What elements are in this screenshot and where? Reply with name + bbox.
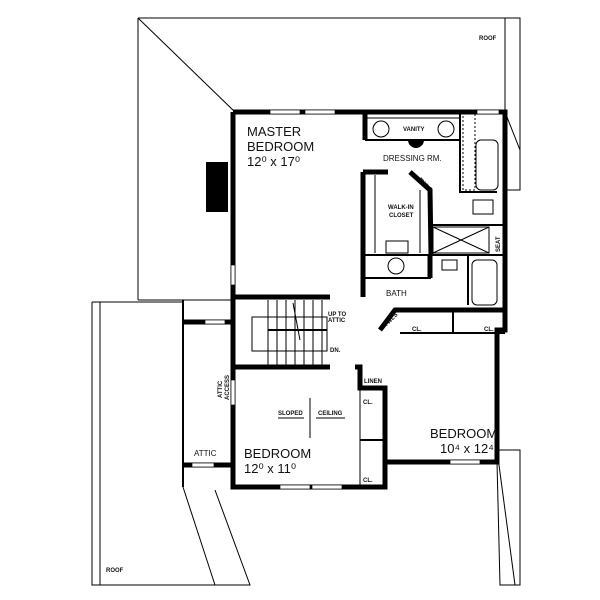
bedroom-3-size: 10⁴ x 12⁴: [440, 441, 494, 456]
dressing-room-label: DRESSING RM.: [383, 154, 442, 163]
chimney: [206, 162, 228, 212]
attic-access-label: ATTIC: [218, 380, 224, 398]
label-roof-top: ROOF: [479, 36, 497, 42]
linen-label: LINEN: [364, 379, 382, 385]
attic-label: ATTIC: [194, 449, 217, 458]
up-to-attic-label: UP TO: [328, 312, 346, 318]
bath-label: BATH: [386, 289, 407, 298]
master-bedroom-label: MASTER: [247, 124, 301, 139]
closet-label: CL.: [484, 327, 494, 333]
interior-walls: [233, 112, 505, 487]
closet-label: CL.: [363, 478, 373, 484]
bedroom-3-label: BEDROOM: [430, 426, 497, 441]
sloped-ceiling-marker: [278, 398, 345, 438]
fixtures: [366, 113, 499, 306]
attic-access-label: ACCESS: [225, 375, 231, 400]
walkin-closet-label: CLOSET: [389, 213, 414, 219]
towels-label: TWLS: [417, 177, 433, 193]
windows: [191, 109, 500, 490]
master-bedroom-size: 12⁰ x 17⁰: [247, 154, 300, 169]
bedroom-2-size: 12⁰ x 11⁰: [244, 461, 296, 476]
sloped-label: SLOPED: [278, 411, 303, 417]
down-label: DN.: [330, 348, 341, 354]
bedroom-2-label: BEDROOM: [244, 446, 311, 461]
up-to-attic-label: ATTIC: [328, 318, 346, 324]
label-roof-bottom: ROOF: [106, 568, 124, 574]
vanity-label: VANITY: [403, 127, 425, 133]
master-bedroom-label: BEDROOM: [247, 139, 314, 154]
seat-label: SEAT: [496, 236, 502, 252]
closet-label: CL.: [412, 327, 422, 333]
walkin-closet-label: WALK-IN: [388, 205, 414, 211]
staircase: [251, 300, 328, 365]
roof-outline: [91, 17, 521, 586]
closet-label: CL.: [363, 400, 373, 406]
ceiling-label: CEILING: [318, 411, 343, 417]
